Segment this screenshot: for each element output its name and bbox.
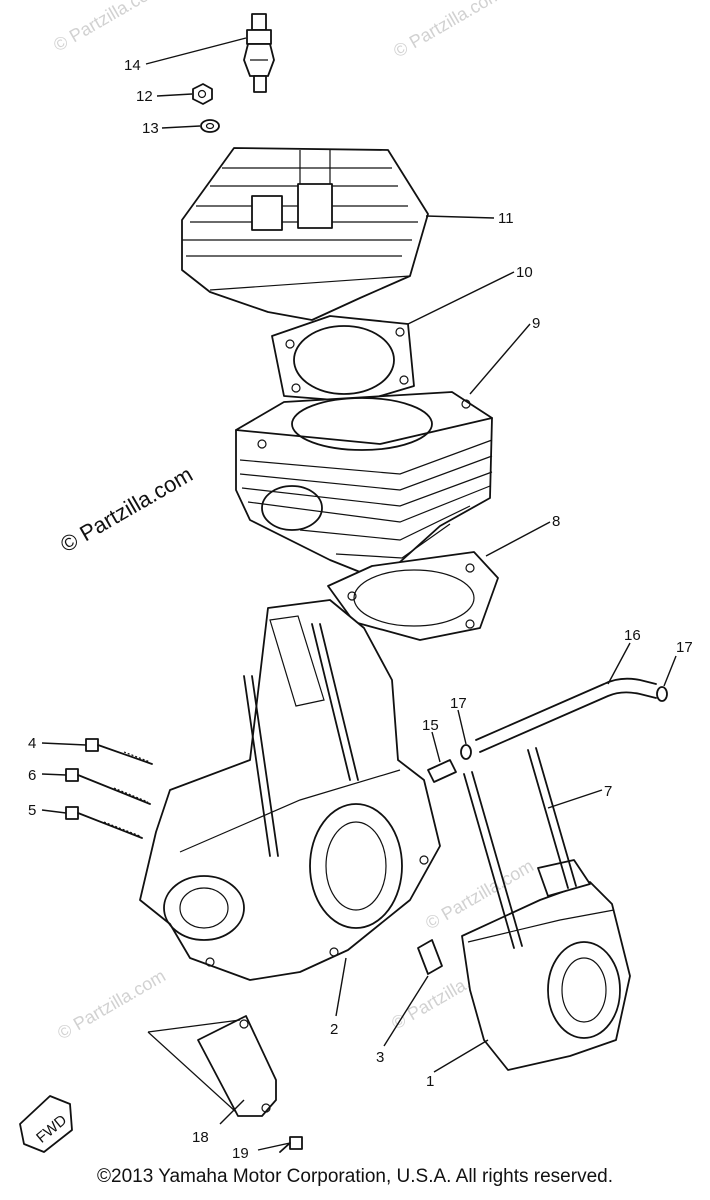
crankcase-right[interactable] bbox=[461, 859, 631, 1071]
exploded-engine-diagram: © Partzilla.com © Partzilla.com © Partzi… bbox=[19, 0, 693, 1160]
cover[interactable] bbox=[147, 1015, 277, 1117]
crankcase-studs bbox=[243, 623, 359, 857]
cylinder[interactable] bbox=[235, 391, 493, 581]
watermark: © Partzilla.com bbox=[390, 0, 505, 61]
bolt-4[interactable] bbox=[85, 738, 153, 765]
clip-right[interactable] bbox=[656, 686, 668, 702]
crankcase-left[interactable] bbox=[139, 599, 441, 981]
spark-plug[interactable] bbox=[243, 13, 275, 93]
callout-19: 19 bbox=[232, 1145, 249, 1160]
callout-15: 15 bbox=[422, 717, 439, 734]
callout-14: 14 bbox=[124, 57, 141, 74]
callout-2: 2 bbox=[330, 1021, 338, 1038]
callout-7: 7 bbox=[604, 783, 612, 800]
callout-9: 9 bbox=[532, 315, 540, 332]
bolt-5[interactable] bbox=[65, 806, 143, 839]
washer[interactable] bbox=[200, 119, 220, 133]
watermark: © Partzilla.com bbox=[56, 462, 197, 558]
dowel-pin[interactable] bbox=[417, 939, 443, 975]
callout-12: 12 bbox=[136, 88, 153, 105]
callouts: 14 12 13 11 10 9 8 16 17 17 15 4 6 5 7 2 bbox=[28, 37, 693, 1160]
base-gasket[interactable] bbox=[327, 551, 499, 641]
callout-18: 18 bbox=[192, 1129, 209, 1146]
callout-13: 13 bbox=[142, 120, 159, 137]
clip-left[interactable] bbox=[460, 744, 472, 760]
fitting[interactable] bbox=[427, 759, 457, 783]
callout-4: 4 bbox=[28, 735, 36, 752]
callout-17: 17 bbox=[450, 695, 467, 712]
callout-8: 8 bbox=[552, 513, 560, 530]
callout-5: 5 bbox=[28, 802, 36, 819]
cylinder-studs[interactable] bbox=[463, 747, 577, 949]
front-direction-marker: FWD bbox=[19, 1095, 73, 1153]
copyright-notice: ©2013 Yamaha Motor Corporation, U.S.A. A… bbox=[97, 1166, 613, 1187]
callout-3: 3 bbox=[376, 1049, 384, 1066]
bolt-6[interactable] bbox=[65, 768, 151, 805]
cylinder-head[interactable] bbox=[181, 147, 429, 321]
callout-17: 17 bbox=[676, 639, 693, 656]
callout-6: 6 bbox=[28, 767, 36, 784]
callout-10: 10 bbox=[516, 264, 533, 281]
nut[interactable] bbox=[192, 83, 213, 105]
hose[interactable] bbox=[475, 677, 657, 753]
watermark: © Partzilla.com bbox=[50, 0, 165, 55]
callout-16: 16 bbox=[624, 627, 641, 644]
callout-1: 1 bbox=[426, 1073, 434, 1090]
head-gasket[interactable] bbox=[271, 315, 415, 403]
callout-11: 11 bbox=[498, 210, 514, 227]
